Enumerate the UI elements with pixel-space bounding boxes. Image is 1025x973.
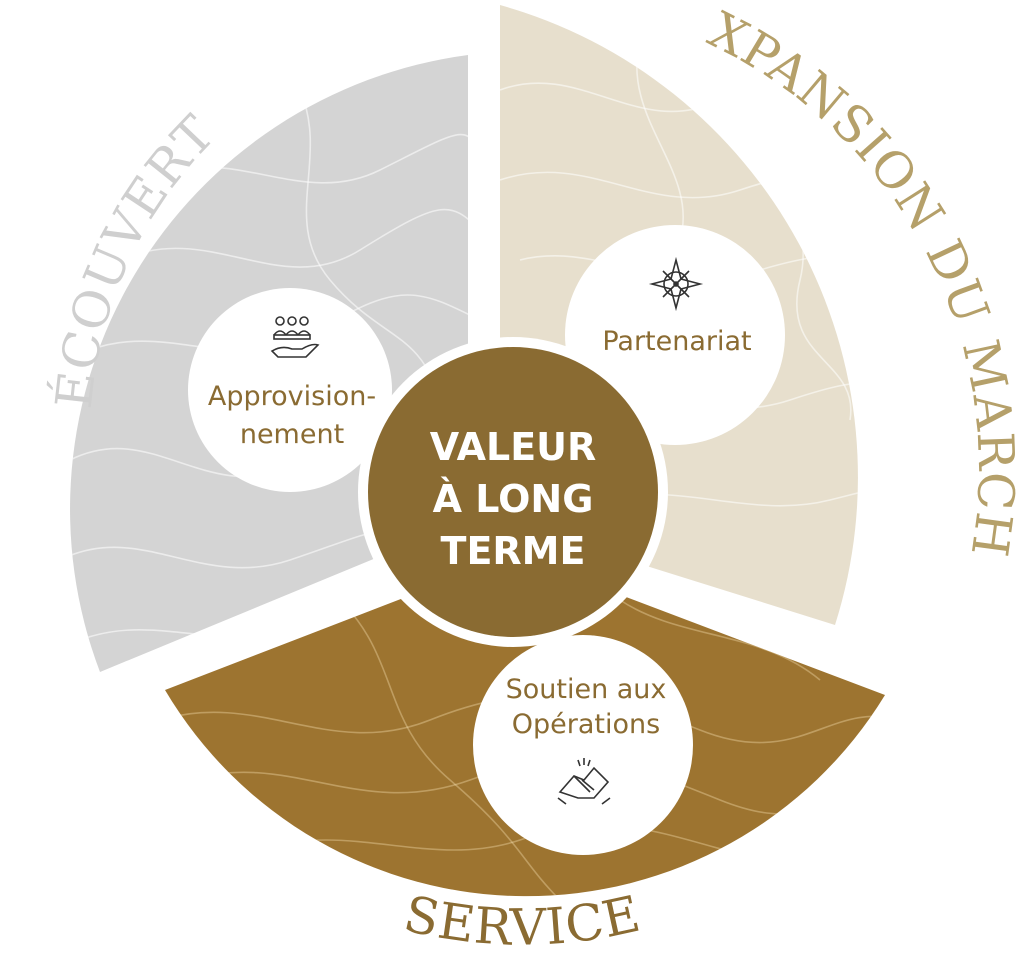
node-label-partenariat: Partenariat — [602, 326, 751, 357]
node-soutien-circle — [473, 635, 693, 855]
node-label-soutien-line-1: Soutien aux — [506, 674, 667, 705]
people-hand-icon — [270, 316, 320, 358]
center-label-line-1: VALEUR — [430, 425, 597, 469]
node-soutien: Soutien aux Opérations — [473, 635, 693, 855]
compass-icon — [648, 256, 704, 312]
center-label-line-3: TERME — [441, 529, 586, 573]
node-label-approvisionnement-line-1: Approvision- — [208, 381, 376, 412]
node-label-soutien-line-2: Opérations — [512, 709, 660, 740]
center-value: VALEUR À LONG TERME — [358, 337, 668, 647]
center-label-line-2: À LONG — [433, 477, 594, 521]
handshake-icon — [557, 758, 611, 805]
node-approvisionnement: Approvision- nement — [188, 288, 392, 492]
node-label-approvisionnement-line-2: nement — [240, 419, 344, 450]
node-approvisionnement-circle — [188, 288, 392, 492]
center-circle — [368, 347, 658, 637]
